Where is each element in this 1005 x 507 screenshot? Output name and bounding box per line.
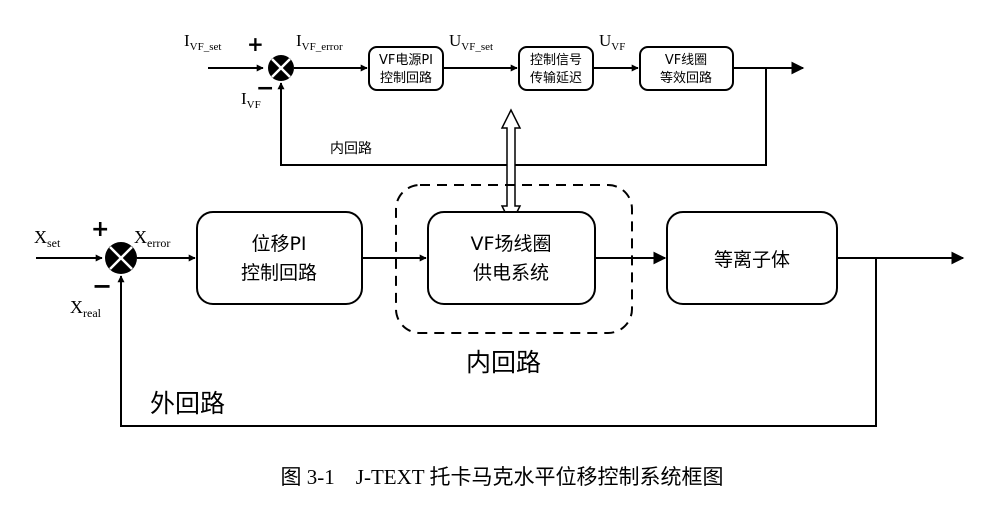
outer-summing-junction [105,242,137,274]
inner-minus-sign: − [256,76,274,101]
signal-delay-line2: 传输延迟 [530,70,582,86]
u-vf-label: UVF [599,31,625,53]
expansion-double-arrow [500,108,522,226]
i-vf-error-label: IVF_error [296,31,343,53]
outer-feedback-path [117,258,877,427]
vf-pi-block-line2: 控制回路 [380,70,432,86]
outer-displacement-loop: 位移PI 控制回路 VF场线圈 供电系统 等离子体 Xset + Xerror … [34,184,965,427]
i-vf-set-label: IVF_set [184,31,221,53]
x-set-label: Xset [34,227,61,250]
displacement-pi-line1: 位移PI [251,233,306,255]
inner-feedback-path [277,68,767,166]
vf-coil-line1: VF线圈 [665,53,707,68]
vf-supply-line2: 供电系统 [473,262,549,284]
vf-supply-line1: VF场线圈 [471,233,552,255]
inner-current-loop: VF电源PI 控制回路 控制信号 传输延迟 VF线圈 等效回路 IVF_set … [184,31,805,166]
vf-supply-block [427,211,596,305]
i-vf-feedback-label: IVF [241,89,261,111]
signal-delay-line1: 控制信号 [530,53,582,68]
outer-loop-label: 外回路 [150,389,225,418]
x-error-label: Xerror [134,227,170,250]
vf-coil-line2: 等效回路 [660,70,712,86]
outer-plus-sign: + [91,217,109,242]
inner-loop-group-label: 内回路 [466,348,541,377]
plasma-label: 等离子体 [714,249,790,271]
vf-pi-block-line1: VF电源PI [379,53,433,68]
x-real-label: Xreal [70,297,102,320]
figure-caption: 图 3-1 J-TEXT 托卡马克水平位移控制系统框图 [281,465,724,489]
displacement-pi-line2: 控制回路 [241,262,317,284]
outer-minus-sign: − [92,272,112,300]
inner-small-loop-label: 内回路 [330,141,372,157]
inner-plus-sign: + [247,32,264,56]
inner-summing-junction [268,55,294,81]
displacement-pi-block [196,211,363,305]
u-vf-set-label: UVF_set [449,31,493,53]
